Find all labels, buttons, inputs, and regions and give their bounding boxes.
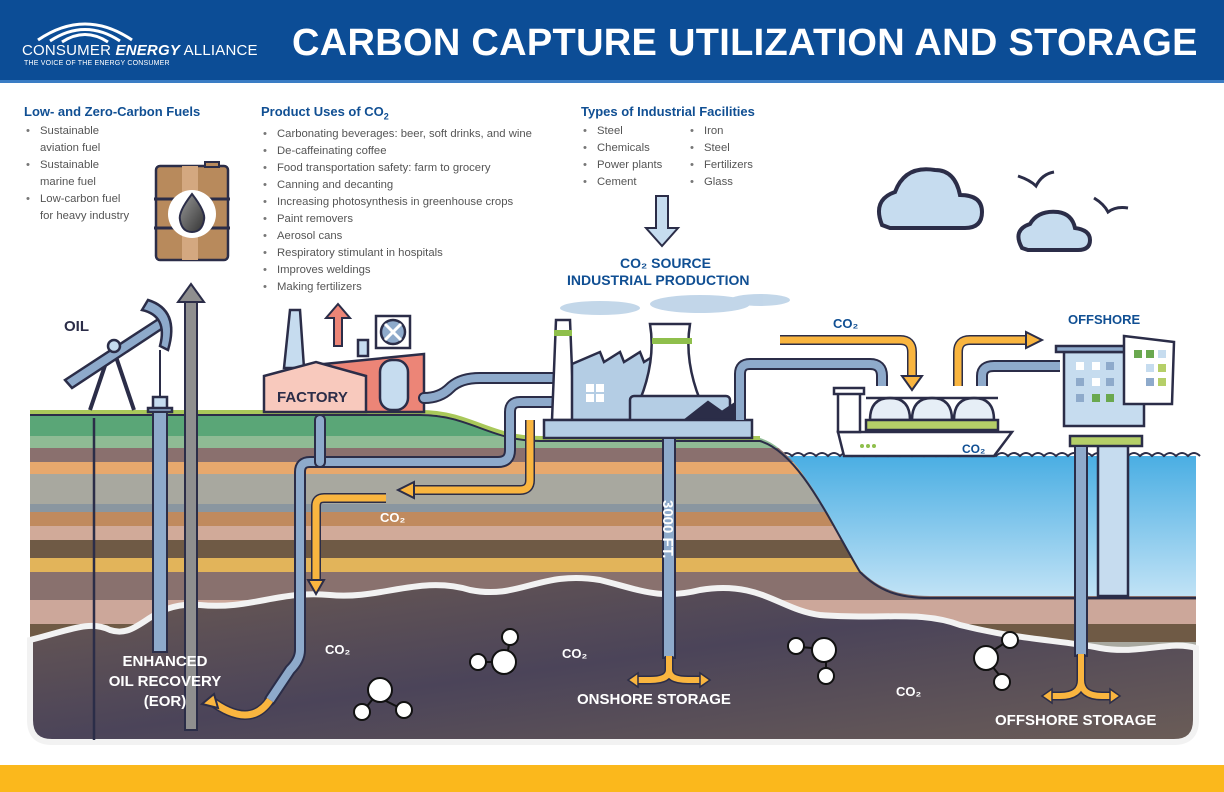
source-down-arrow-icon [643, 195, 681, 248]
onshore-storage-fork-icon [626, 656, 712, 689]
industrial-production-label: INDUSTRIAL PRODUCTION [567, 272, 750, 288]
eor-label-line: ENHANCED [122, 653, 208, 670]
arrow-head-icon [306, 579, 326, 597]
list-item: Respiratory stimulant in hospitals [261, 245, 532, 262]
fuels-heading: Low- and Zero-Carbon Fuels [24, 104, 201, 119]
industrial-plant-icon [542, 318, 754, 440]
co2-molecule-icon [469, 628, 519, 675]
factory-up-arrow-icon [323, 302, 353, 347]
list-item: Fertilizers [688, 157, 753, 174]
cloud-icon [1016, 209, 1093, 252]
offshore-storage-fork-icon [1040, 654, 1122, 705]
list-item: Food transportation safety: farm to groc… [261, 160, 532, 177]
pumpjack-icon [63, 298, 174, 414]
signal-arcs-icon [37, 22, 133, 44]
reservoir-co2-label: CO₂ [325, 642, 351, 657]
product-uses-heading: Product Uses of CO2 [261, 104, 389, 122]
list-item: De-caffeinating coffee [261, 143, 532, 160]
header-divider [0, 80, 1224, 83]
arrow-head-icon [395, 480, 415, 500]
list-item: Canning and decanting [261, 177, 532, 194]
ship-co2-label: CO₂ [962, 442, 986, 456]
oil-up-arrow-icon [176, 282, 206, 731]
arrow-head-icon [1025, 330, 1045, 350]
product-uses-section: Product Uses of CO2 Carbonating beverage… [261, 104, 532, 296]
arrow-head-icon [199, 692, 220, 710]
facilities-heading: Types of Industrial Facilities [581, 104, 755, 119]
eor-label-line: (EOR) [143, 693, 187, 710]
list-item: Iron [688, 123, 753, 140]
list-item: Making fertilizers [261, 279, 532, 296]
list-item: Improves weldings [261, 262, 532, 279]
list-item: Steel [581, 123, 662, 140]
factory-label: FACTORY [277, 389, 348, 406]
bird-icon [1093, 196, 1129, 215]
header-banner [0, 0, 1224, 80]
facilities-list-2: Iron Steel Fertilizers Glass [688, 123, 753, 191]
reservoir-co2-label: CO₂ [562, 646, 588, 661]
cloud-icon [877, 167, 985, 230]
onshore-storage-label: ONSHORE STORAGE [577, 691, 731, 708]
co2-source-label: CO₂ SOURCE [620, 255, 712, 271]
fuels-section: Low- and Zero-Carbon Fuels Sustainableav… [24, 104, 200, 225]
logo[interactable]: CONSUMER ENERGY ALLIANCE THE VOICE OF TH… [20, 14, 260, 74]
co2-pipeline-label: CO₂ [833, 316, 859, 331]
list-item: Aerosol cans [261, 228, 532, 245]
smoke-cloud [560, 294, 790, 315]
list-item: Power plants [581, 157, 662, 174]
co2-molecule-icon [973, 631, 1019, 691]
co2-molecule-icon [353, 677, 413, 721]
reservoir-co2-label: CO₂ [896, 684, 922, 699]
stratum-band [30, 504, 1196, 512]
oil-well-pipe [152, 411, 168, 653]
list-item: Carbonating beverages: beer, soft drinks… [261, 126, 532, 143]
co2-flow-arrow [207, 420, 535, 720]
list-item: Chemicals [581, 140, 662, 157]
pipeline [264, 372, 566, 706]
co2-ship-icon [832, 386, 1015, 458]
co2-molecule-icon [787, 637, 837, 685]
offshore-platform-icon [1054, 334, 1176, 598]
reservoir [27, 574, 1199, 745]
offshore-label: OFFSHORE [1068, 312, 1141, 327]
arrow-head-icon [900, 375, 924, 392]
factory-icon [262, 308, 426, 414]
depth-label: 3000 FT. [659, 500, 676, 559]
bird-icon [1017, 170, 1055, 189]
list-item: Glass [688, 174, 753, 191]
product-uses-list: Carbonating beverages: beer, soft drinks… [261, 126, 532, 296]
footer-bar [0, 765, 1224, 792]
list-item: Increasing photosynthesis in greenhouse … [261, 194, 532, 211]
facilities-section: Types of Industrial Facilities Steel Che… [581, 104, 755, 191]
list-item: Cement [581, 174, 662, 191]
list-item: Steel [688, 140, 753, 157]
page-title: CARBON CAPTURE UTILIZATION AND STORAGE [292, 22, 1198, 64]
oil-label: OIL [64, 318, 89, 335]
logo-tagline: THE VOICE OF THE ENERGY CONSUMER [24, 60, 170, 67]
facilities-list-1: Steel Chemicals Power plants Cement [581, 123, 662, 191]
list-item: Paint removers [261, 211, 532, 228]
ship-pipeline [734, 335, 1060, 420]
eor-label: ENHANCED OIL RECOVERY (EOR) [90, 652, 240, 712]
underground-co2-label: CO₂ [380, 510, 406, 525]
oil-barrel-icon [154, 161, 230, 262]
offshore-injection-pipe [1074, 445, 1088, 657]
eor-label-line: OIL RECOVERY [108, 673, 222, 690]
logo-name: CONSUMER ENERGY ALLIANCE [22, 42, 258, 59]
offshore-storage-label: OFFSHORE STORAGE [995, 712, 1157, 729]
